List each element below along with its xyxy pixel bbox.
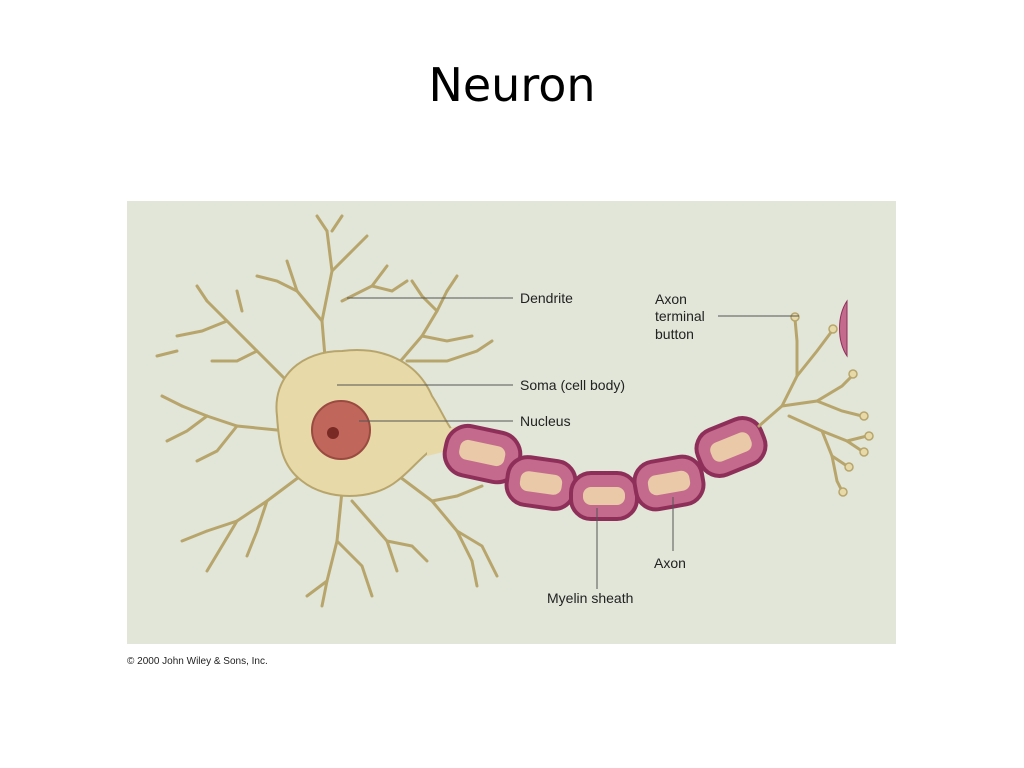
dendrites: [155, 214, 499, 608]
label-axon-terminal-2: terminal: [655, 308, 705, 324]
adjacent-cell: [839, 299, 848, 358]
label-axon-terminal-3: button: [655, 326, 694, 342]
label-axon-terminal-1: Axon: [655, 291, 687, 307]
terminal-buttons: [790, 312, 874, 497]
label-axon: Axon: [654, 555, 686, 571]
label-nucleus: Nucleus: [520, 413, 571, 429]
neuron-illustration: Dendrite Soma (cell body) Nucleus Axon t…: [155, 214, 874, 608]
label-dendrite: Dendrite: [520, 290, 573, 306]
myelin-sheath-segments: [442, 416, 768, 521]
slide-title: Neuron: [428, 58, 596, 112]
copyright-notice: © 2000 John Wiley & Sons, Inc.: [127, 656, 268, 667]
label-soma: Soma (cell body): [520, 377, 625, 393]
axon-terminals: [757, 317, 869, 493]
nucleus-shape: [311, 400, 371, 460]
label-myelin-sheath: Myelin sheath: [547, 590, 633, 606]
neuron-diagram: Dendrite Soma (cell body) Nucleus Axon t…: [127, 201, 896, 644]
